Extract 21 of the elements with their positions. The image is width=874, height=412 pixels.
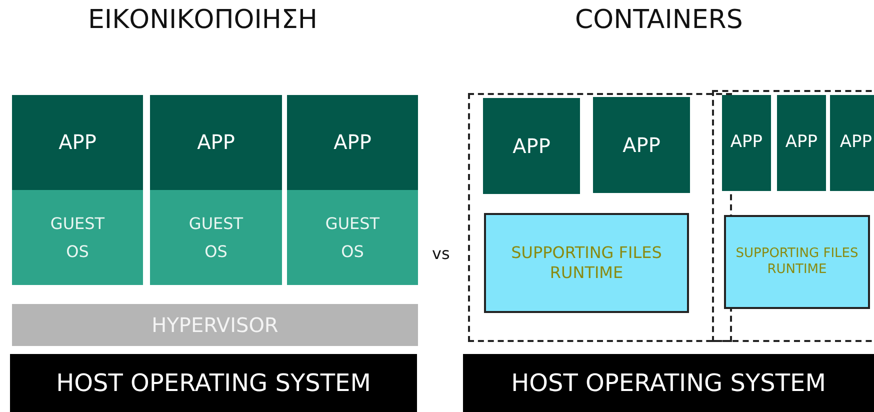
host-os-bar: HOST OPERATING SYSTEM	[10, 354, 417, 412]
guest-os-block: GUEST OS	[150, 190, 282, 285]
container-box	[468, 93, 732, 342]
comparison-label: vs	[432, 244, 450, 263]
app-block: APP	[722, 95, 771, 191]
app-block: APP	[777, 95, 826, 191]
host-os-bar: HOST OPERATING SYSTEM	[463, 354, 874, 412]
app-block: APP	[12, 95, 143, 190]
app-block: APP	[483, 98, 580, 194]
guest-os-block: GUEST OS	[12, 190, 143, 285]
app-block: APP	[150, 95, 282, 190]
hypervisor-bar: HYPERVISOR	[12, 304, 418, 346]
app-block: APP	[287, 95, 418, 190]
runtime-box: SUPPORTING FILES RUNTIME	[484, 213, 689, 313]
section-heading: ΕΙΚΟΝΙΚΟΠΟΙΗΣΗ	[88, 5, 318, 35]
section-heading: CONTAINERS	[575, 5, 743, 35]
guest-os-block: GUEST OS	[287, 190, 418, 285]
container-box	[712, 90, 874, 342]
app-block: APP	[830, 95, 874, 191]
app-block: APP	[593, 97, 690, 193]
runtime-box: SUPPORTING FILES RUNTIME	[724, 215, 870, 309]
